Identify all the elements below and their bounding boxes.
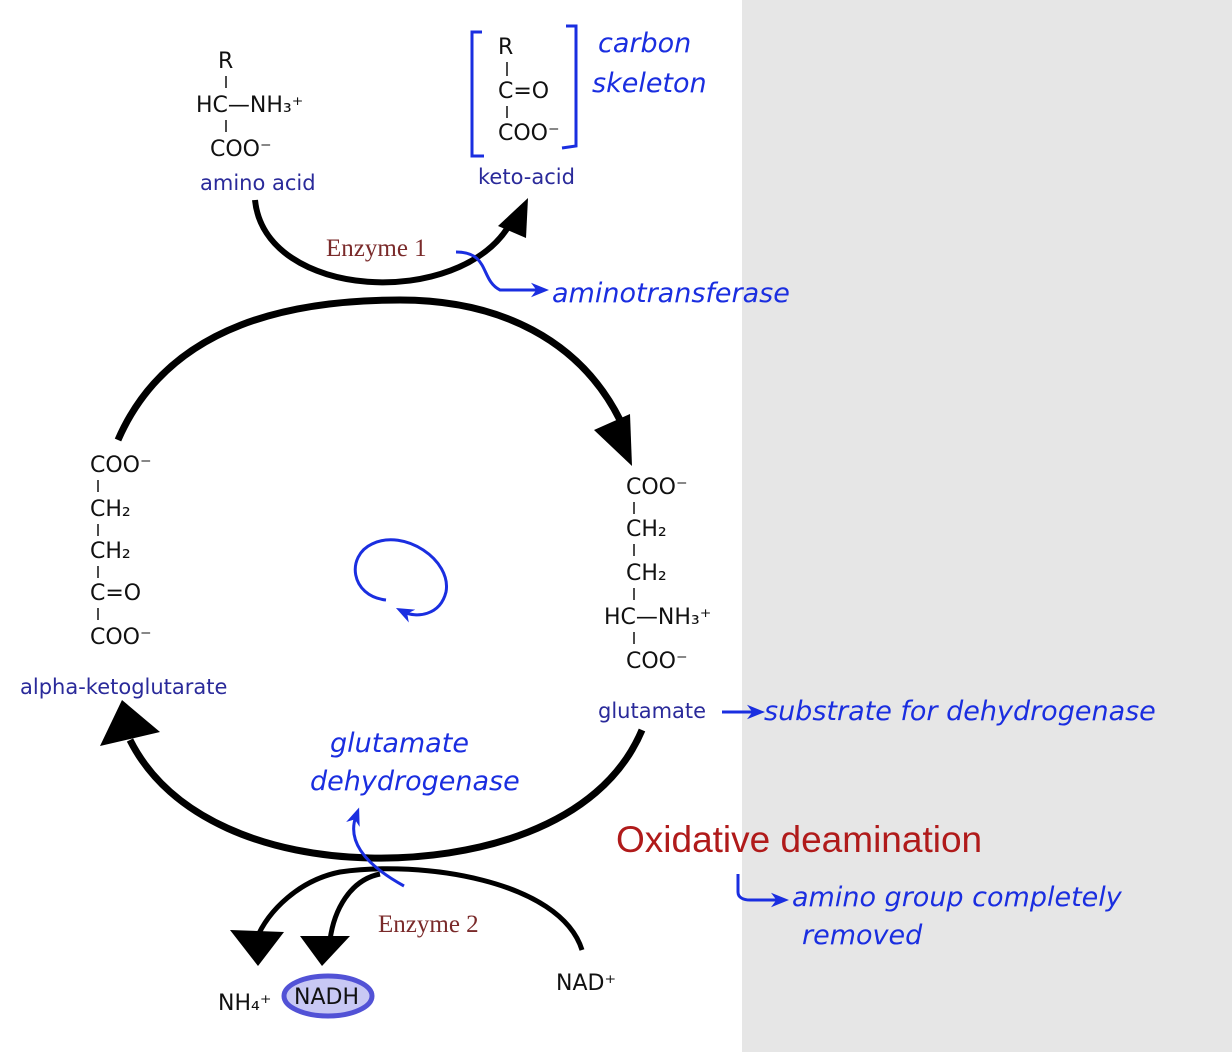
enzyme-2-label: Enzyme 2 <box>378 911 479 938</box>
gdh-label-1: glutamate <box>330 728 469 759</box>
aminotransferase-label: aminotransferase <box>552 278 790 309</box>
upper-cycle-arrow <box>114 296 624 442</box>
nadh-highlight-circle <box>281 973 375 1019</box>
amino-removed-label-1: amino group completely <box>792 882 1123 913</box>
nadh-arrowhead <box>300 936 350 966</box>
slide-background-panel <box>742 0 1232 1052</box>
carbon-skeleton-bracket <box>470 24 578 158</box>
amino-removed-pointer <box>736 874 789 908</box>
akg-line-4: C=O <box>90 581 141 606</box>
glu-line-5: COO⁻ <box>626 649 688 674</box>
glutamate-name: glutamate <box>598 699 706 723</box>
nadh-label: NADH <box>294 985 359 1010</box>
akg-line-2: CH₂ <box>90 497 131 522</box>
gdh-pointer <box>346 807 405 888</box>
alpha-ketoglutarate-structure: COO⁻ CH₂ CH₂ C=O COO⁻ alpha-ketoglutarat… <box>20 453 227 699</box>
amino-acid-name: amino acid <box>200 171 316 195</box>
glu-line-3: CH₂ <box>626 561 667 586</box>
slide-title: Oxidative deamination <box>616 819 982 860</box>
keto-acid-name: keto-acid <box>478 165 575 189</box>
amino-acid-structure: R HC—NH₃⁺ COO⁻ amino acid <box>196 49 316 195</box>
lower-cycle-arrow <box>126 728 646 862</box>
amino-acid-line-2: HC—NH₃⁺ <box>196 93 303 118</box>
nad-label: NAD⁺ <box>556 971 616 996</box>
alpha-kg-arrowhead <box>100 700 160 746</box>
cycle-arrow-icon <box>353 538 448 623</box>
carbon-skeleton-label-2: skeleton <box>592 68 707 99</box>
transamination-arrow <box>252 199 513 286</box>
amino-acid-line-3: COO⁻ <box>210 137 272 162</box>
glu-line-2: CH₂ <box>626 517 667 542</box>
amino-removed-label-2: removed <box>802 920 923 951</box>
aminotransferase-pointer <box>455 250 549 298</box>
gdh-label-2: dehydrogenase <box>310 766 520 797</box>
akg-line-1: COO⁻ <box>90 453 152 478</box>
alpha-ketoglutarate-name: alpha-ketoglutarate <box>20 675 227 699</box>
glutamate-structure: COO⁻ CH₂ CH₂ HC—NH₃⁺ COO⁻ glutamate <box>598 475 711 723</box>
keto-acid-line-1: R <box>498 35 513 60</box>
glutamate-arrowhead <box>594 414 632 466</box>
glu-line-1: COO⁻ <box>626 475 688 500</box>
carbon-skeleton-label-1: carbon <box>598 28 691 59</box>
akg-line-3: CH₂ <box>90 539 131 564</box>
akg-line-5: COO⁻ <box>90 625 152 650</box>
keto-acid-line-3: COO⁻ <box>498 121 560 146</box>
amino-acid-line-1: R <box>218 49 233 74</box>
nh4-arrowhead <box>230 930 284 966</box>
substrate-label: substrate for dehydrogenase <box>764 696 1156 727</box>
keto-acid-arrowhead <box>498 198 528 238</box>
nh4-label: NH₄⁺ <box>218 991 271 1016</box>
keto-acid-line-2: C=O <box>498 79 549 104</box>
glu-line-4: HC—NH₃⁺ <box>604 605 711 630</box>
enzyme-1-label: Enzyme 1 <box>326 235 427 262</box>
nadh-arrow <box>327 871 381 941</box>
keto-acid-structure: R C=O COO⁻ keto-acid <box>478 35 575 189</box>
